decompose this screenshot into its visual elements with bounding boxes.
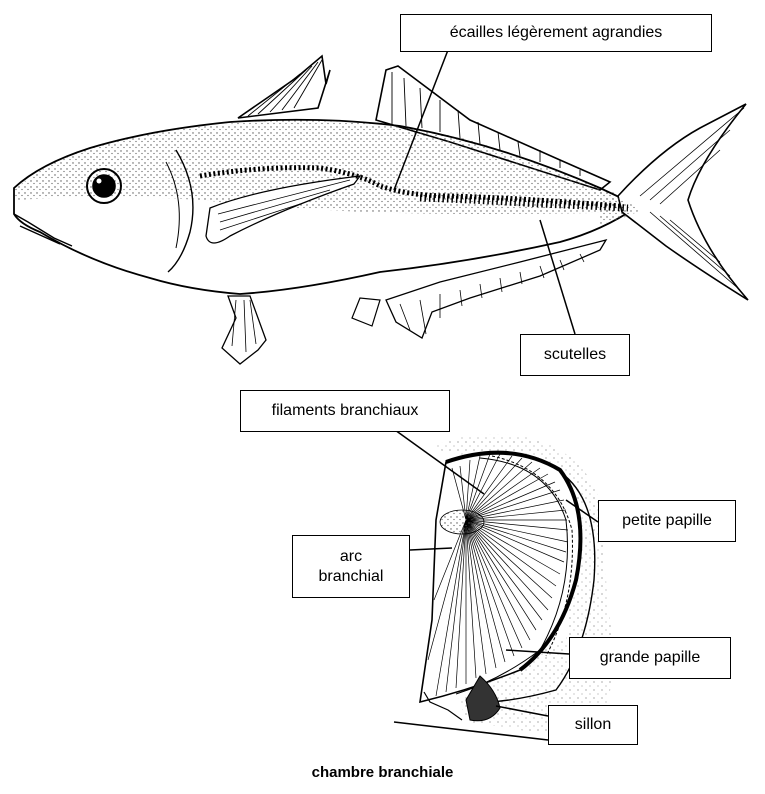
label-ecailles-legerement-agrandies: écailles légèrement agrandies (400, 14, 712, 52)
label-scutelles: scutelles (520, 334, 630, 376)
label-text-line1: arc (340, 547, 362, 567)
label-text: sillon (575, 715, 611, 735)
figure-caption: chambre branchiale (0, 764, 765, 781)
label-grande-papille: grande papille (569, 637, 731, 679)
label-text: grande papille (600, 648, 701, 668)
label-arc-branchial: arc branchial (292, 535, 410, 598)
label-text: filaments branchiaux (272, 401, 419, 421)
label-petite-papille: petite papille (598, 500, 736, 542)
label-sillon: sillon (548, 705, 638, 745)
label-text: petite papille (622, 511, 712, 531)
label-text: écailles légèrement agrandies (450, 23, 663, 43)
label-text-line2: branchial (319, 567, 384, 587)
label-filaments-branchiaux: filaments branchiaux (240, 390, 450, 432)
gill-chamber-drawing (394, 435, 613, 741)
fish-drawing (14, 56, 748, 364)
label-text: scutelles (544, 345, 606, 365)
